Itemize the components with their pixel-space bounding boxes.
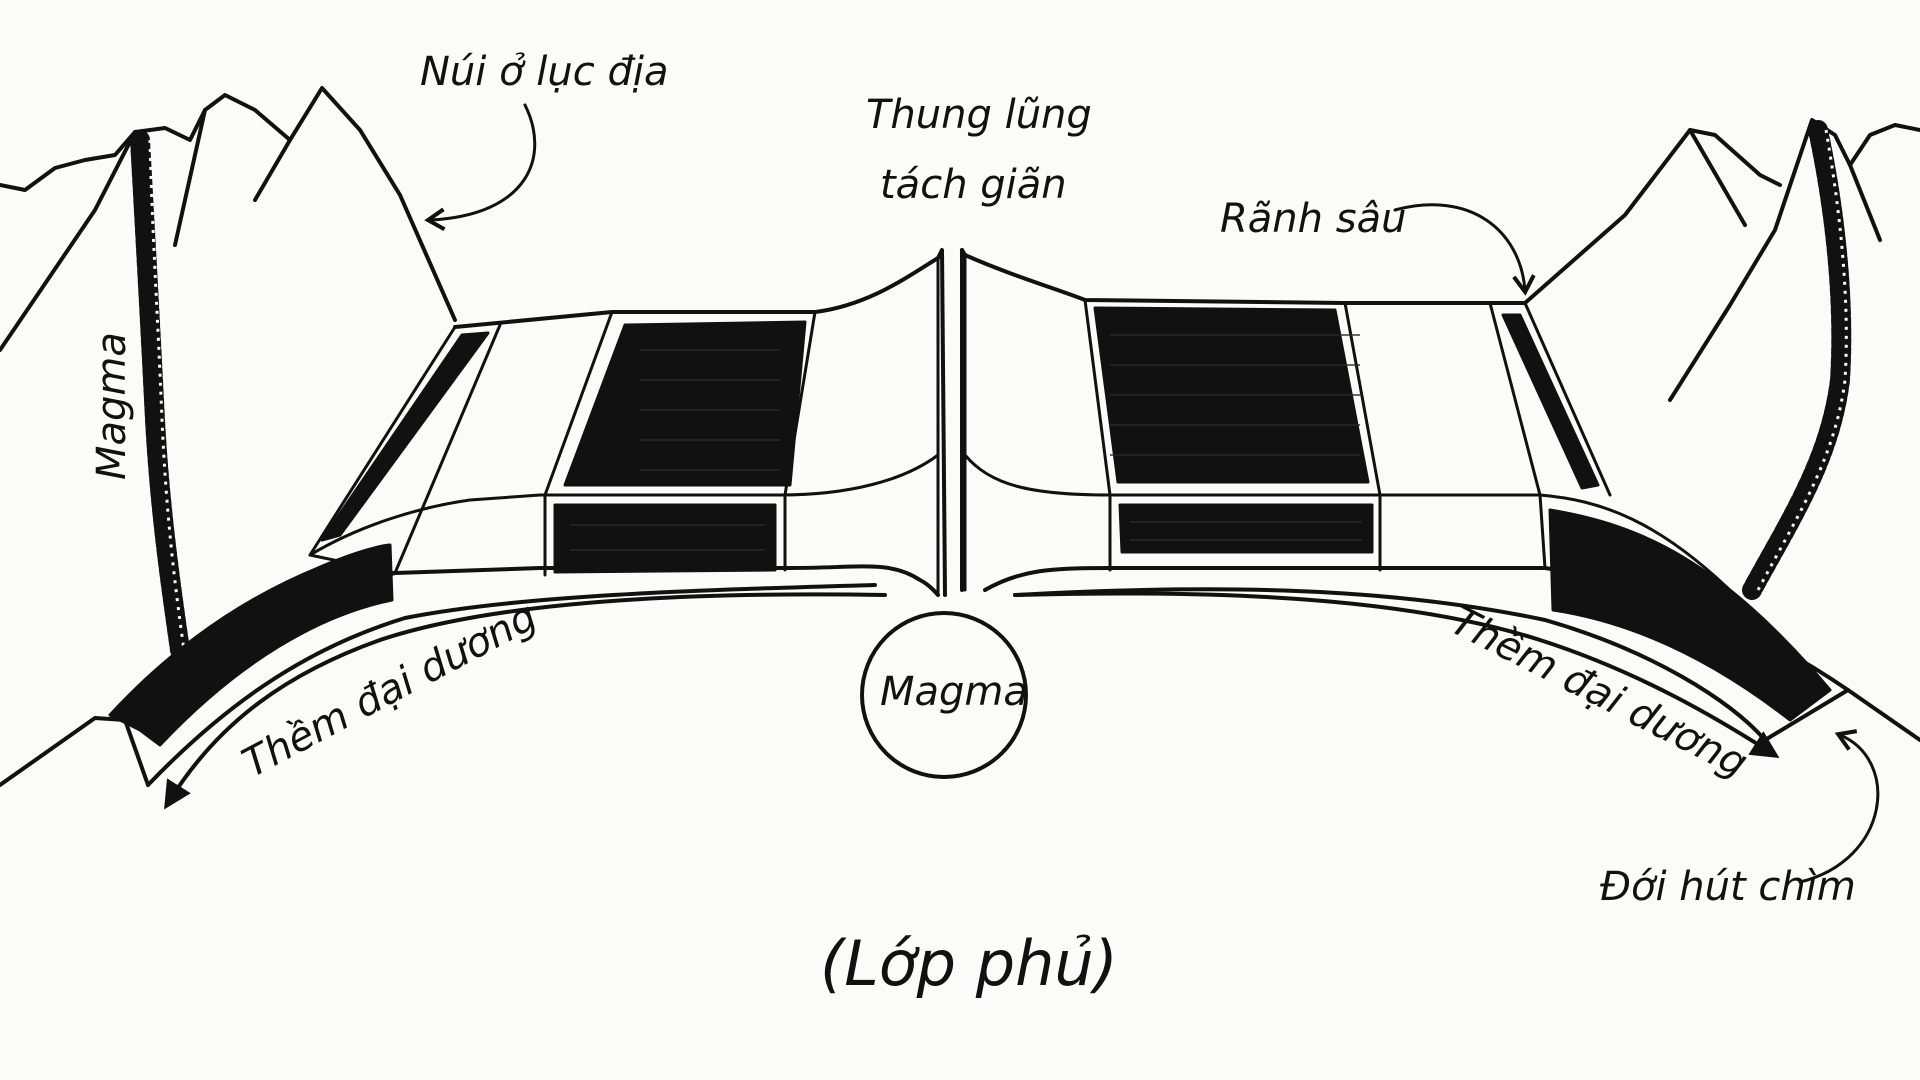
right-magma-column (1742, 120, 1852, 600)
left-spreading-arrow (164, 592, 887, 810)
right-oceanic-plate (963, 253, 1920, 742)
subduction-pointer-arrow (1798, 729, 1880, 884)
label-rift-valley-line2: tách giãn (880, 162, 1067, 208)
left-magma-column (130, 130, 190, 660)
left-oceanic-plate (0, 256, 940, 787)
left-continental-mountains (0, 86, 457, 352)
label-subduction-zone: Đới hút chìm (1600, 864, 1856, 910)
label-mantle: (Lớp phủ) (820, 927, 1118, 1000)
label-rift-valley-line1: Thung lũng (866, 92, 1092, 138)
label-magma-left: Magma (89, 332, 135, 480)
rift-valley (936, 248, 967, 597)
trench-pointer-arrow (1393, 203, 1536, 296)
label-trench: Rãnh sâu (1220, 196, 1406, 242)
label-magma-center: Magma (880, 669, 1028, 715)
label-continental-mountain: Núi ở lục địa (420, 49, 668, 95)
right-spreading-arrow (1013, 591, 1780, 759)
right-continental-mountains (1523, 118, 1920, 402)
mountain-pointer-arrow (424, 103, 537, 232)
magma-chamber (860, 611, 1028, 779)
